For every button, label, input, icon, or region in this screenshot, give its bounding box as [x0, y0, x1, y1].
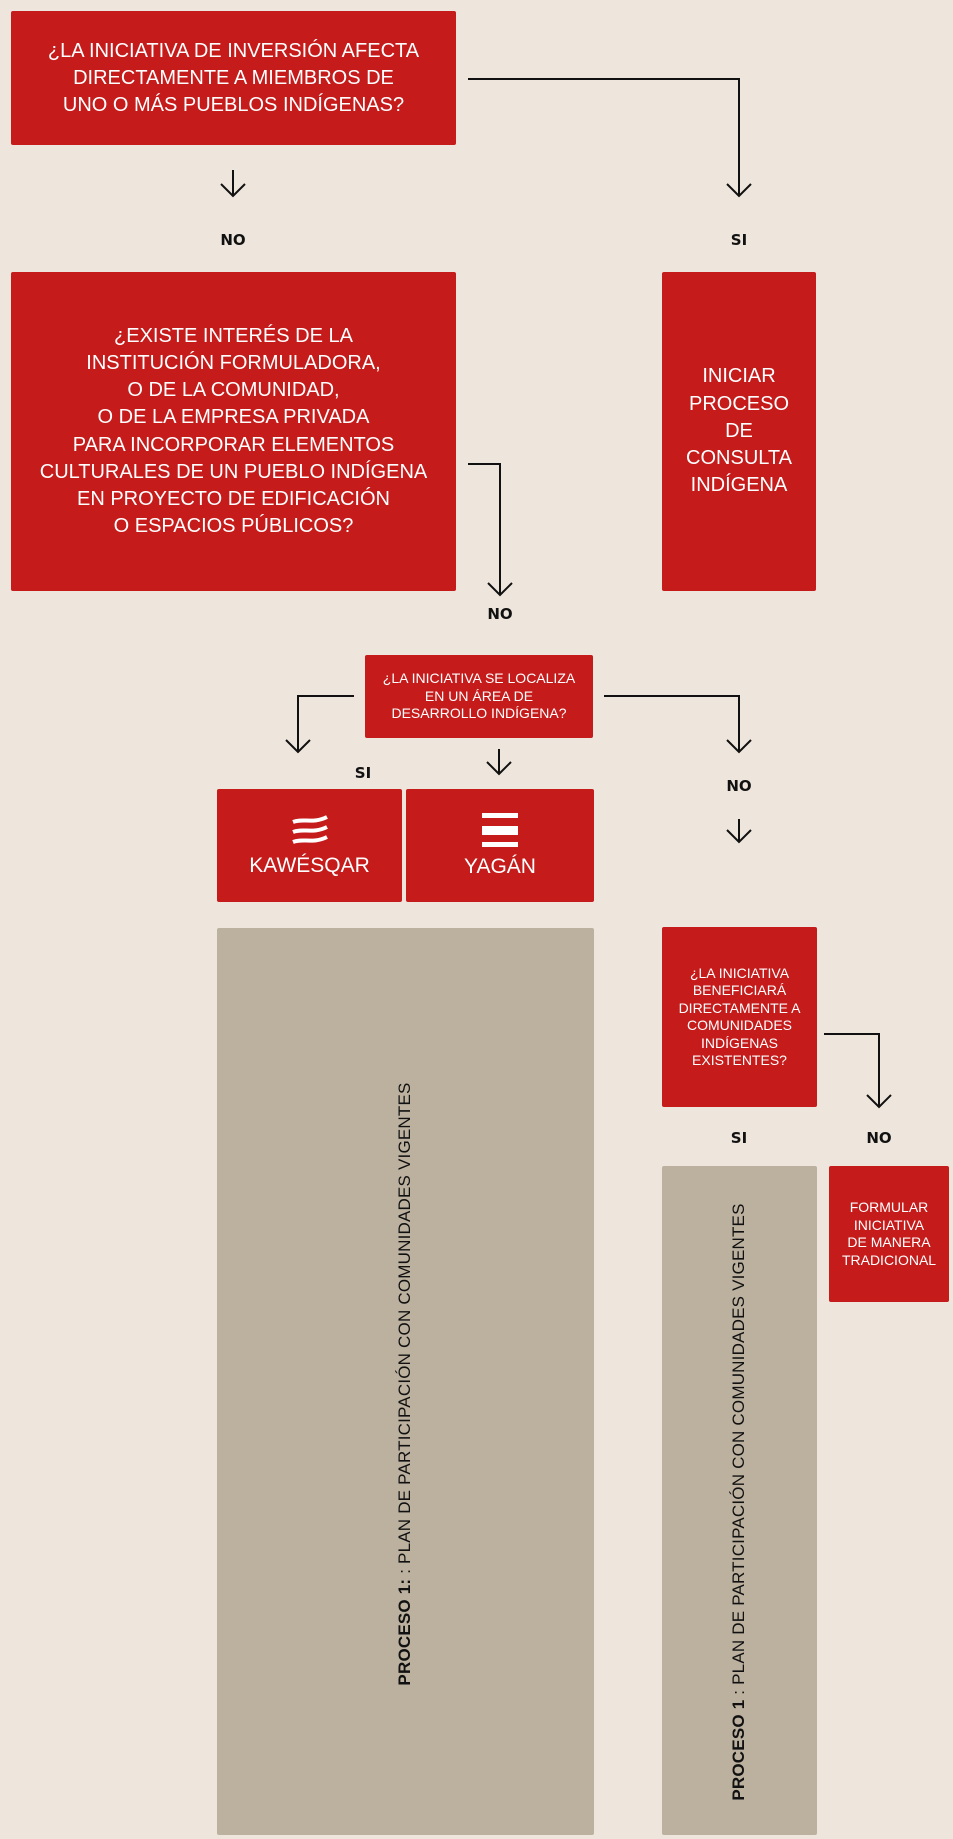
process-panel-left	[217, 928, 594, 1835]
process-label-left-text: : PLAN DE PARTICIPACIÓN CON COMUNIDADES …	[395, 1082, 414, 1579]
formulate-traditional-box: FORMULAR INICIATIVA DE MANERA TRADICIONA…	[829, 1166, 949, 1302]
question-benefit-communities-text: ¿LA INICIATIVA BENEFICIARÁ DIRECTAMENTE …	[678, 964, 801, 1069]
process-label-left: PROCESO 1: : PLAN DE PARTICIPACIÓN CON C…	[395, 1082, 415, 1685]
question-affects-indigenous-box: ¿LA INICIATIVA DE INVERSIÓN AFECTA DIREC…	[11, 11, 456, 145]
q3-no-label: NO	[726, 777, 752, 795]
question-development-area-box: ¿LA INICIATIVA SE LOCALIZA EN UN ÁREA DE…	[365, 655, 593, 738]
question-benefit-communities-box: ¿LA INICIATIVA BENEFICIARÁ DIRECTAMENTE …	[662, 927, 817, 1107]
people-name-kawesqar: KAWÉSQAR	[249, 853, 370, 877]
process-label-right: PROCESO 1 : PLAN DE PARTICIPACIÓN CON CO…	[729, 1203, 749, 1800]
q4-si-label: SI	[730, 1129, 748, 1147]
start-consultation-box: INICIAR PROCESO DE CONSULTA INDÍGENA	[662, 272, 816, 591]
people-tile-yagan: YAGÁN	[406, 789, 594, 902]
q1-no-label: NO	[220, 231, 246, 249]
q3-si-label: SI	[354, 764, 372, 782]
question-affects-indigenous-text: ¿LA INICIATIVA DE INVERSIÓN AFECTA DIREC…	[47, 39, 420, 116]
start-consultation-text: INICIAR PROCESO DE CONSULTA INDÍGENA	[686, 365, 792, 497]
formulate-traditional-text: FORMULAR INICIATIVA DE MANERA TRADICIONA…	[841, 1199, 937, 1268]
people-name-yagan: YAGÁN	[464, 854, 536, 878]
process-label-left-bold: PROCESO 1:	[395, 1578, 414, 1686]
people-tile-kawesqar: KAWÉSQAR	[217, 789, 402, 902]
process-label-right-bold: PROCESO 1	[729, 1699, 748, 1801]
process-label-right-text: : PLAN DE PARTICIPACIÓN CON COMUNIDADES …	[729, 1203, 748, 1700]
waves-icon	[291, 814, 328, 844]
question-cultural-interest-box: ¿EXISTE INTERÉS DE LA INSTITUCIÓN FORMUL…	[11, 272, 456, 591]
question-cultural-interest-text: ¿EXISTE INTERÉS DE LA INSTITUCIÓN FORMUL…	[39, 324, 428, 538]
q4-no-label: NO	[866, 1129, 892, 1147]
bars-icon	[482, 812, 518, 847]
process-panel-right	[662, 1166, 817, 1835]
q1-si-label: SI	[730, 231, 748, 249]
q2-no-label: NO	[487, 605, 513, 623]
question-development-area-text: ¿LA INICIATIVA SE LOCALIZA EN UN ÁREA DE…	[382, 670, 576, 722]
